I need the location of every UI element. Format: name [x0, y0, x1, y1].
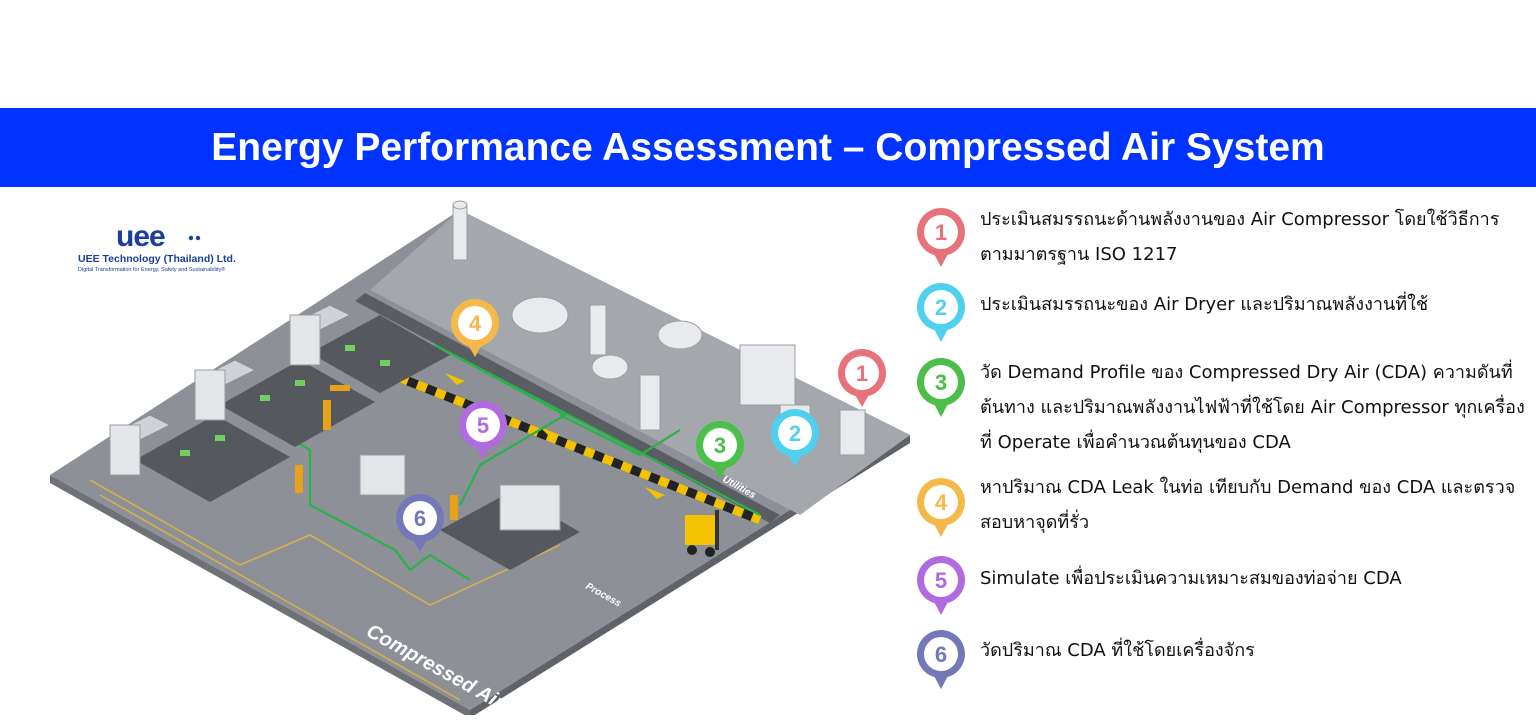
pin-icon-3: 3	[917, 358, 965, 417]
road-stripe	[355, 293, 780, 523]
pin-icon-4: 4	[917, 478, 965, 537]
pin-number: 5	[935, 568, 947, 593]
scene-marker-4: 4	[451, 299, 499, 357]
scene-marker-6: 6	[396, 494, 444, 552]
legend-item-2: 2 ประเมินสมรรถนะของ Air Dryer และปริมาณพ…	[915, 280, 1515, 350]
robot-arms	[295, 385, 458, 520]
logo-tagline: Digital Transformation for Energy, Safet…	[78, 267, 226, 273]
scene-marker-number: 6	[414, 506, 426, 531]
title-banner: Energy Performance Assessment – Compress…	[0, 108, 1536, 187]
logo-company-name: UEE Technology (Thailand) Ltd.	[78, 253, 236, 265]
legend-text-3: วัด Demand Profile ของ Compressed Dry Ai…	[980, 362, 1525, 453]
page-title: Energy Performance Assessment – Compress…	[211, 126, 1325, 169]
road-arrows	[445, 373, 665, 499]
legend-text-6: วัดปริมาณ CDA ที่ใช้โดยเครื่องจักร	[980, 640, 1255, 661]
pin-number: 6	[935, 642, 947, 667]
scene-marker-1: 1	[838, 349, 886, 407]
logo-dots-icon	[188, 235, 201, 241]
scene-marker-number: 4	[469, 311, 482, 336]
logo-mark: uee	[116, 220, 166, 253]
legend-item-4: 4 หาปริมาณ CDA Leak ในท่อ เทียบกับ Deman…	[915, 475, 1515, 550]
pin-icon-5: 5	[917, 556, 965, 615]
cda-pipes	[284, 344, 761, 581]
production-lines	[108, 304, 580, 570]
pin-icon-1: 1	[917, 208, 965, 267]
scene-marker-2: 2	[771, 409, 819, 467]
scene-marker-number: 5	[477, 413, 489, 438]
pin-icon-2: 2	[917, 283, 965, 342]
legend-text-1: ประเมินสมรรถนะด้านพลังงานของ Air Compres…	[980, 209, 1500, 265]
factory-illustration: Compressed Air Process Utilities 1 2 3 4…	[50, 200, 910, 715]
company-logo: uee UEE Technology (Thailand) Ltd. Digit…	[76, 222, 256, 282]
legend-item-3: 3 วัด Demand Profile ของ Compressed Dry …	[915, 355, 1525, 465]
legend-text-4: หาปริมาณ CDA Leak ในท่อ เทียบกับ Demand …	[980, 477, 1516, 533]
legend-text-5: Simulate เพื่อประเมินความเหมาะสมของท่อจ่…	[980, 568, 1402, 589]
pin-number: 2	[935, 295, 947, 320]
scene-marker-number: 1	[856, 361, 868, 386]
legend-item-5: 5 Simulate เพื่อประเมินความเหมาะสมของท่อ…	[915, 553, 1515, 623]
walkway-lines	[89, 479, 561, 701]
legend-item-1: 1 ประเมินสมรรถนะด้านพลังงานของ Air Compr…	[915, 205, 1515, 285]
pin-number: 1	[935, 220, 947, 245]
scene-marker-3: 3	[696, 421, 744, 479]
pin-icon-6: 6	[917, 630, 965, 689]
scene-marker-number: 2	[789, 421, 801, 446]
pin-number: 3	[935, 370, 947, 395]
legend-text-2: ประเมินสมรรถนะของ Air Dryer และปริมาณพลั…	[980, 294, 1429, 315]
legend-item-6: 6 วัดปริมาณ CDA ที่ใช้โดยเครื่องจักร	[915, 627, 1515, 697]
forklift	[685, 510, 719, 557]
hazard-line	[378, 365, 762, 525]
scene-marker-5: 5	[459, 401, 507, 459]
scene-marker-number: 3	[714, 433, 726, 458]
pin-number: 4	[935, 490, 948, 515]
